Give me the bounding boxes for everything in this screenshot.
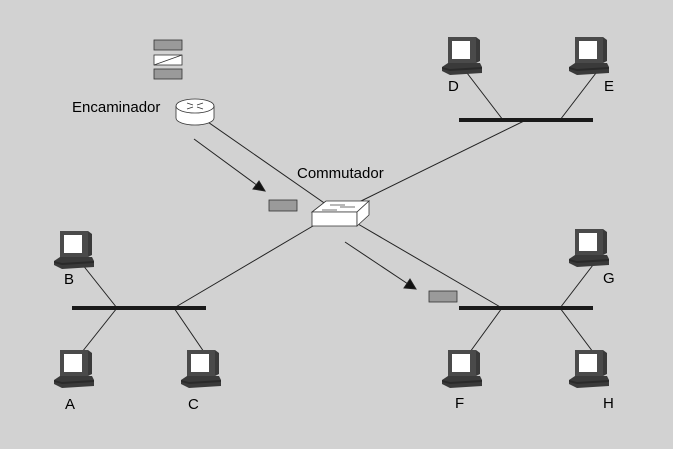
buses	[72, 118, 593, 310]
arrow-out-head	[403, 278, 417, 290]
host-label-c: C	[188, 396, 199, 413]
computer-c-icon[interactable]	[181, 350, 221, 388]
computer-h-icon[interactable]	[569, 350, 609, 388]
host-label-d: D	[448, 78, 459, 95]
arrow-in-head	[252, 180, 266, 192]
host-label-f: F	[455, 395, 464, 412]
host-label-e: E	[604, 78, 614, 95]
link-c	[173, 307, 205, 353]
links	[81, 72, 597, 353]
link-a	[81, 307, 118, 353]
switch-icon[interactable]	[310, 200, 371, 227]
link-switch-abc-bus	[173, 222, 319, 309]
routing-table-icon	[153, 39, 183, 80]
link-h	[559, 307, 594, 353]
link-g	[559, 264, 594, 309]
computer-g-icon[interactable]	[569, 229, 609, 267]
arrow-in-line	[193, 138, 259, 187]
link-f	[469, 307, 503, 353]
router-icon[interactable]	[175, 98, 215, 126]
link-e	[559, 72, 597, 121]
link-router-switch	[204, 119, 331, 208]
bus-fgh	[459, 306, 593, 310]
switch-label: Commutador	[297, 165, 384, 182]
host-label-h: H	[603, 395, 614, 412]
link-switch-fgh-bus	[357, 223, 503, 309]
host-label-b: B	[64, 271, 74, 288]
computer-e-icon[interactable]	[569, 37, 609, 75]
bus-abc	[72, 306, 206, 310]
link-switch-de-bus	[354, 119, 527, 205]
arrow-out-line	[344, 241, 409, 285]
host-label-g: G	[603, 270, 615, 287]
router-label: Encaminador	[72, 99, 160, 116]
bus-de	[459, 118, 593, 122]
computer-f-icon[interactable]	[442, 350, 482, 388]
host-label-a: A	[65, 396, 75, 413]
flow-arrows	[193, 138, 417, 290]
computer-b-icon[interactable]	[54, 231, 94, 269]
link-b	[81, 263, 118, 309]
packet-outgoing	[428, 290, 458, 303]
link-d	[466, 72, 504, 121]
packet-incoming	[268, 199, 298, 212]
computer-d-icon[interactable]	[442, 37, 482, 75]
computer-a-icon[interactable]	[54, 350, 94, 388]
